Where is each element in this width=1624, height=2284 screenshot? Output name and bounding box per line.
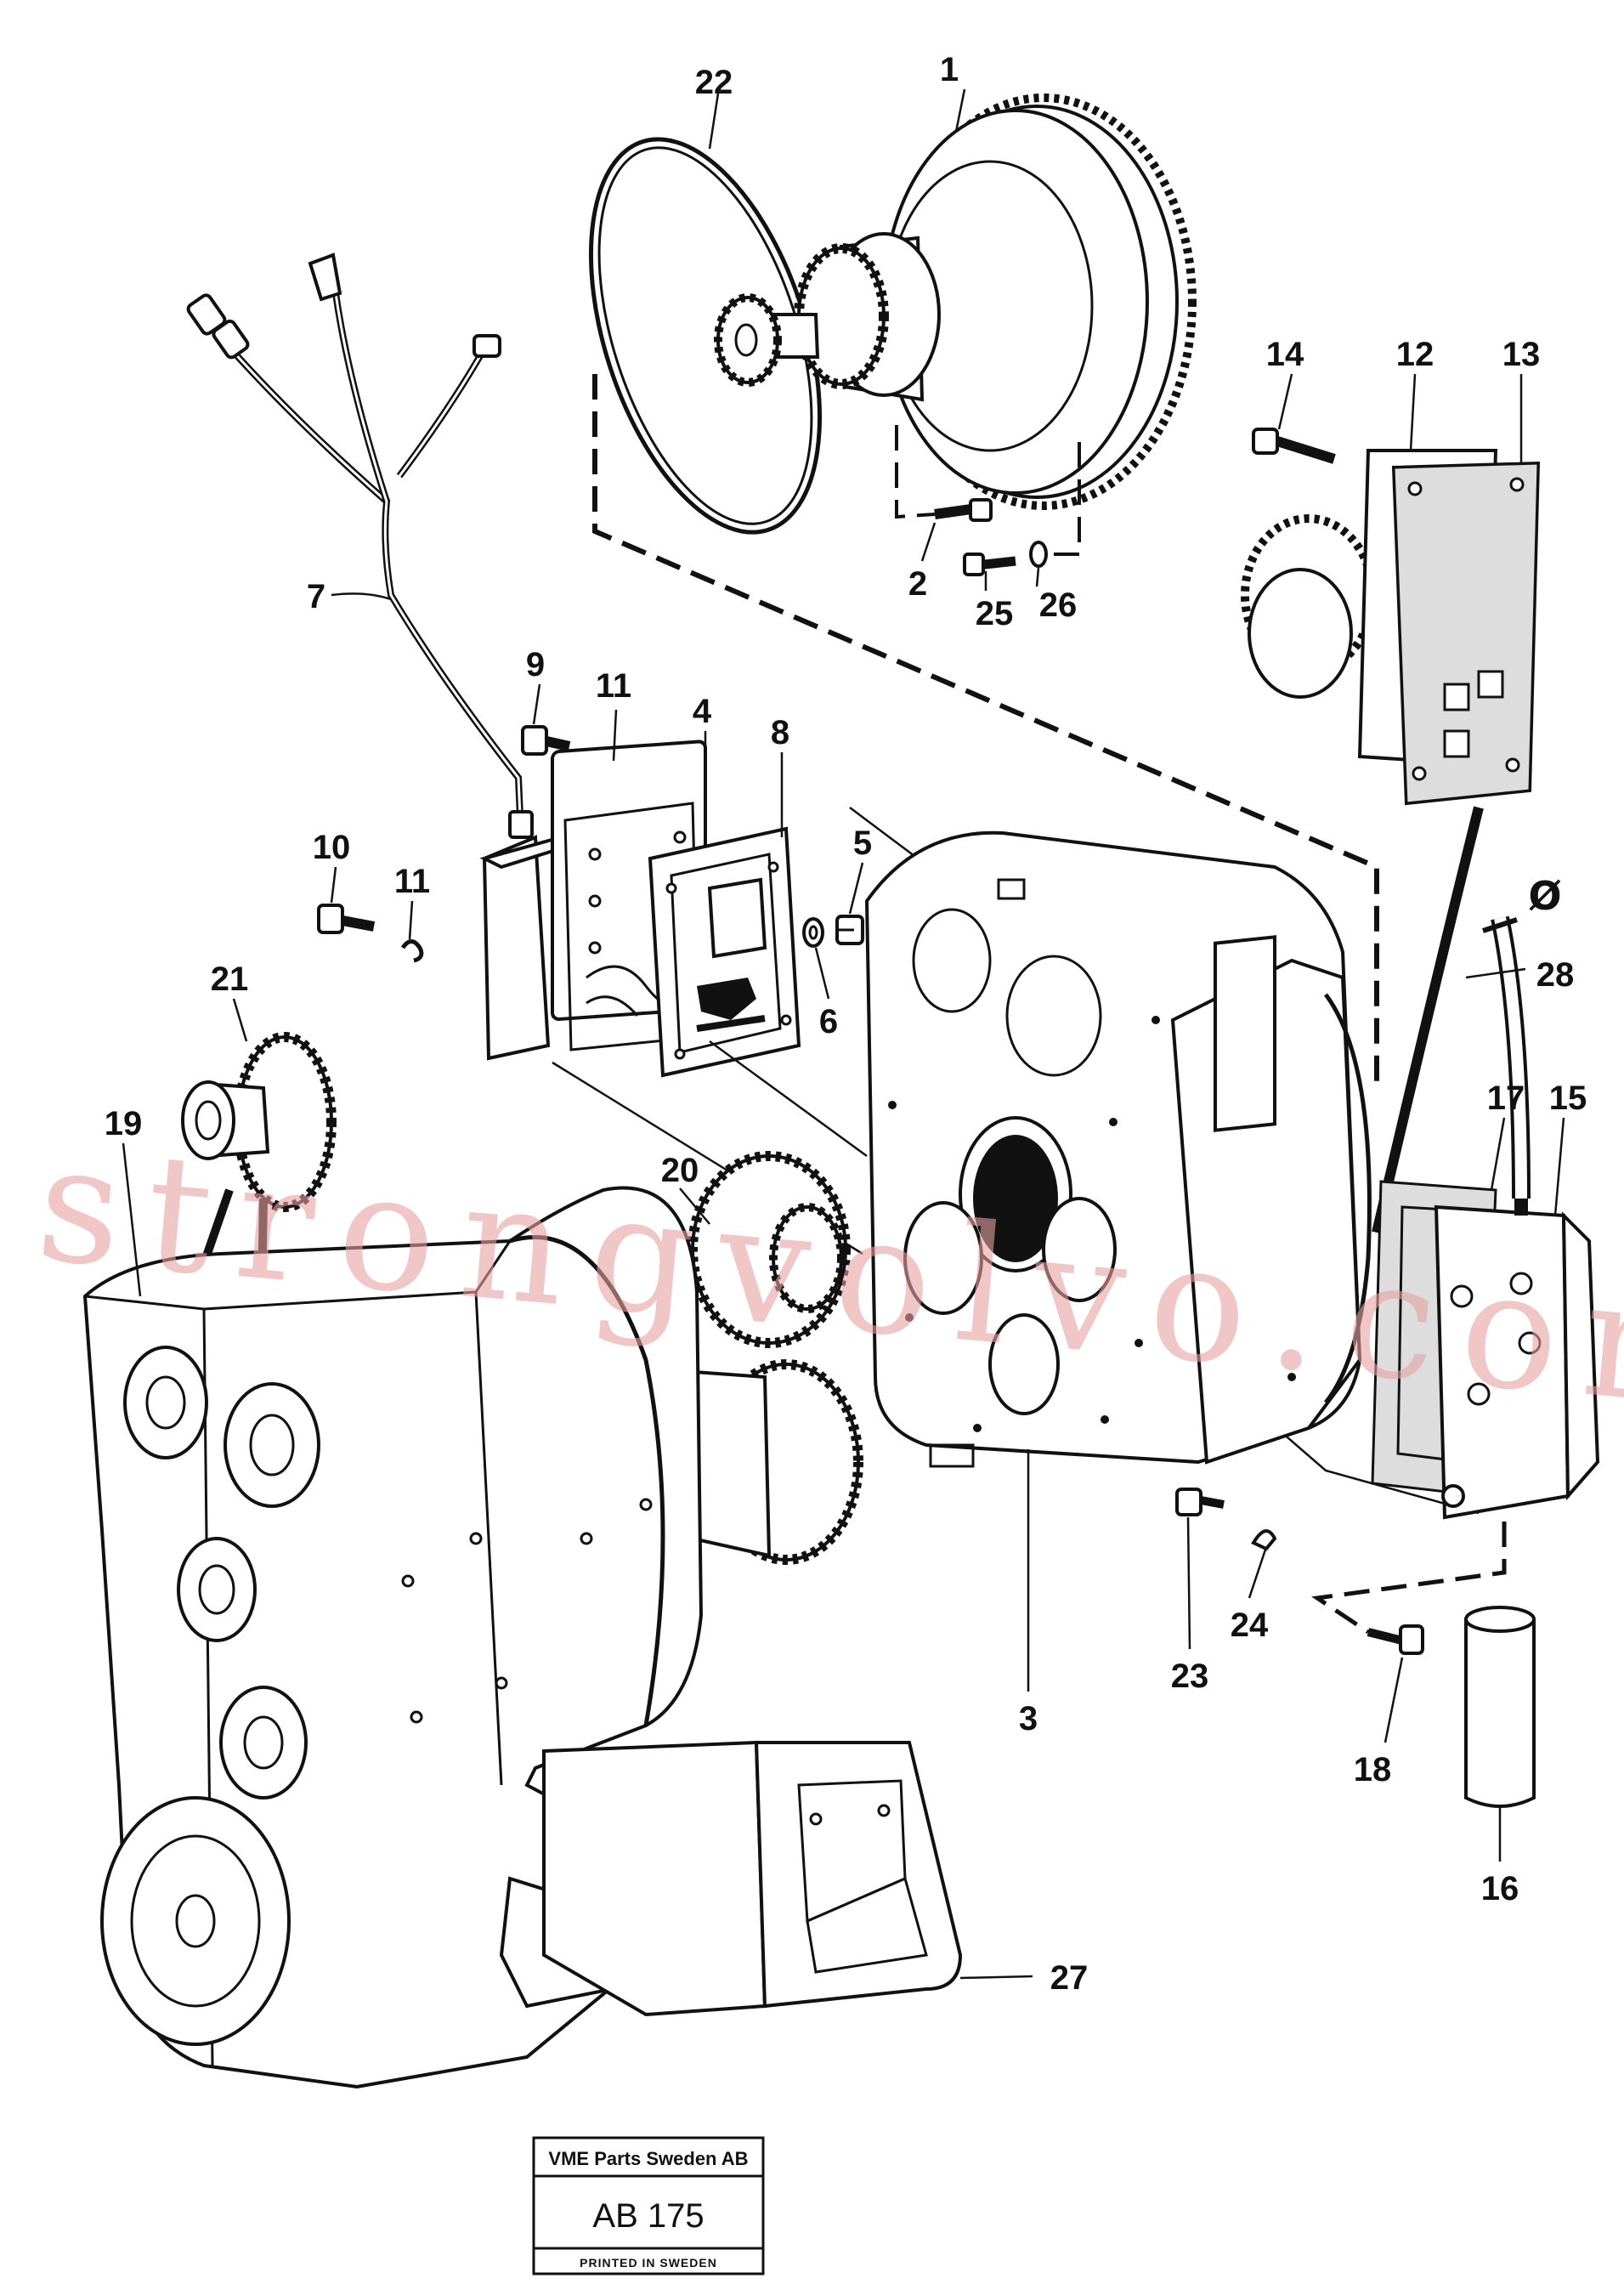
part-15-valve-body (1434, 1199, 1600, 1520)
part-11-clip-lower (400, 939, 424, 963)
part-18-bolt (1367, 1624, 1424, 1655)
part-28-pipe (1482, 915, 1531, 1199)
callout-24: 24 (1231, 1607, 1269, 1644)
callout-28: 28 (1536, 956, 1575, 994)
callout-5: 5 (853, 825, 872, 862)
callout-4: 4 (693, 693, 712, 730)
assembly-line-converter-bolts (895, 425, 1081, 556)
assembly-line-control (552, 807, 1480, 1515)
callout-3: 3 (1019, 1700, 1038, 1737)
part-24-washer (1251, 1529, 1277, 1551)
callout-7: 7 (307, 578, 325, 615)
part-9-bolt (521, 725, 571, 756)
callout-13: 13 (1502, 336, 1541, 373)
callout-9: 9 (526, 646, 545, 683)
stamp-printed: PRINTED IN SWEDEN (580, 2256, 717, 2270)
callout-27: 27 (1050, 1959, 1089, 1997)
callout-8: 8 (771, 714, 789, 751)
part-21-gear-shaft (181, 1032, 337, 1212)
callout-12: 12 (1396, 336, 1434, 373)
part-7-wiring-harness (186, 252, 534, 839)
callout-21: 21 (211, 961, 249, 998)
stamp-code: AB 175 (592, 2197, 704, 2235)
part-13-pump-gasket (1391, 461, 1541, 806)
part-14-bolt (1252, 428, 1336, 464)
stamp-company: VME Parts Sweden AB (548, 2148, 748, 2169)
part-6-washer (802, 917, 824, 948)
callout-20: 20 (661, 1152, 699, 1189)
leader-lines (122, 88, 1565, 1980)
callout-26: 26 (1039, 587, 1078, 624)
callout-10: 10 (313, 829, 351, 866)
part-23-plug (1175, 1488, 1225, 1516)
callout-2: 2 (908, 565, 927, 603)
assembly-line-converter (592, 374, 1379, 1088)
part-16-filter (1464, 1606, 1536, 1808)
callout-11-upper: 11 (596, 667, 631, 705)
part-1-torque-converter (714, 94, 1197, 510)
publisher-stamp: VME Parts Sweden AB AB 175 PRINTED IN SW… (532, 2136, 765, 2275)
callout-symbol: Ø (1528, 873, 1561, 919)
part-10-bolt (317, 904, 376, 934)
callout-6: 6 (819, 1003, 838, 1040)
callout-14: 14 (1266, 336, 1304, 373)
part-26-washer (1029, 541, 1048, 568)
callout-1: 1 (940, 51, 959, 88)
part-3-converter-housing (864, 830, 1372, 1468)
callout-25: 25 (976, 595, 1014, 632)
callout-15: 15 (1549, 1080, 1587, 1117)
callout-17: 17 (1487, 1080, 1525, 1117)
callout-16: 16 (1481, 1870, 1519, 1907)
callout-22: 22 (695, 64, 733, 101)
callout-19: 19 (105, 1105, 143, 1142)
part-5-plug (835, 915, 864, 945)
callout-18: 18 (1354, 1751, 1392, 1788)
part-27-bracket (542, 1740, 963, 2017)
pump-pipe-line (1372, 806, 1484, 1234)
callout-11-lower: 11 (394, 863, 430, 900)
callout-labels: 1 22 2 25 26 14 12 13 7 9 11 4 8 10 11 5… (105, 51, 1587, 1997)
callout-23: 23 (1171, 1658, 1209, 1695)
assembly-line-valve (1311, 1522, 1507, 1635)
part-2-bolt (934, 498, 993, 522)
part-20-gear-shafts (643, 1151, 863, 1565)
part-25-bolt (963, 553, 1016, 576)
part-8-gasket-plate (648, 826, 801, 1078)
